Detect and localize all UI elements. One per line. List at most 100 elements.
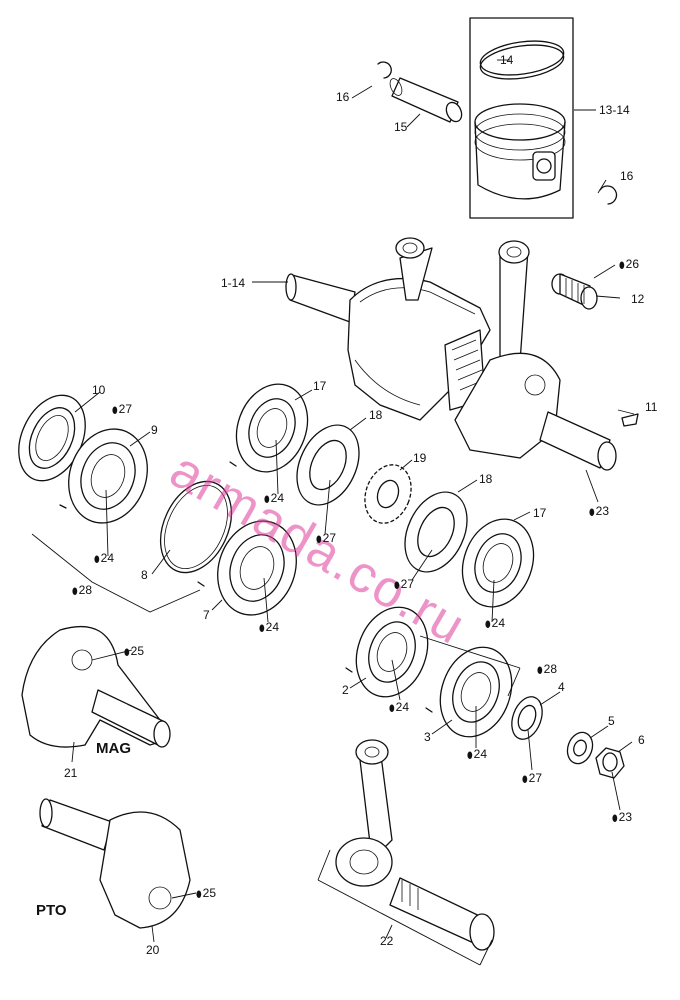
bearing-17-lower [461, 518, 535, 608]
oil-drop-icon: ⬮ [94, 554, 100, 564]
callout-17: 17 [313, 379, 326, 393]
bearing-3 [425, 646, 513, 738]
callout-number: 16 [336, 90, 350, 104]
callout-1-14: 1-14 [221, 276, 245, 290]
callout-number: 17 [533, 506, 547, 520]
piston-group [469, 17, 574, 219]
callout-3: 3 [424, 730, 431, 744]
gear-19 [364, 464, 412, 524]
callout-number: 27 [322, 531, 337, 545]
callout-number: 21 [64, 766, 78, 780]
callout-24: ⬮24 [264, 491, 284, 506]
oil-drop-icon: ⬮ [589, 507, 595, 517]
bearing-2 [345, 606, 429, 698]
key-11 [621, 413, 639, 427]
callout-7: 7 [203, 608, 210, 622]
callout-number: 28 [78, 583, 93, 597]
callout-number: 24 [491, 616, 506, 630]
oil-drop-icon: ⬮ [394, 580, 400, 590]
callout-19: 19 [413, 451, 426, 465]
mag-caption: MAG [96, 740, 131, 757]
oil-drop-icon: ⬮ [72, 586, 78, 596]
pto-caption: PTO [36, 902, 67, 919]
oil-drop-icon: ⬮ [467, 750, 473, 760]
callout-24: ⬮24 [94, 551, 114, 566]
callout-number: 28 [543, 662, 558, 676]
callout-18: 18 [479, 472, 492, 486]
callout-number: 16 [620, 169, 634, 183]
callout-15: 15 [394, 120, 407, 134]
callout-number: 24 [100, 551, 115, 565]
callout-number: 26 [625, 257, 640, 271]
callout-number: 12 [631, 292, 645, 306]
oil-drop-icon: ⬮ [264, 494, 270, 504]
needle-bearing-12 [551, 273, 598, 310]
oil-drop-icon: ⬮ [196, 889, 202, 899]
oil-drop-icon: ⬮ [619, 260, 625, 270]
callout-25: ⬮25 [196, 886, 216, 901]
callout-4: 4 [558, 680, 565, 694]
callout-number: 24 [270, 491, 285, 505]
callout-10: 10 [92, 383, 105, 397]
oil-drop-icon: ⬮ [485, 619, 491, 629]
callout-22: 22 [380, 934, 393, 948]
piston-ring-14 [479, 40, 565, 80]
callout-23: ⬮23 [612, 810, 632, 825]
callout-number: 17 [313, 379, 327, 393]
callout-number: 18 [479, 472, 493, 486]
callout-number: 6 [638, 733, 645, 747]
callout-number: 9 [151, 423, 158, 437]
callout-number: 27 [118, 402, 133, 416]
piston-13 [474, 103, 566, 200]
oil-drop-icon: ⬮ [316, 534, 322, 544]
oil-drop-icon: ⬮ [124, 647, 130, 657]
callout-24: ⬮24 [389, 700, 409, 715]
callout-number: 4 [558, 680, 565, 694]
nut-6 [595, 747, 625, 779]
callout-number: 27 [400, 577, 415, 591]
washer-5 [566, 731, 594, 765]
callout-5: 5 [608, 714, 615, 728]
callout-24: ⬮24 [467, 747, 487, 762]
callout-20: 20 [146, 943, 159, 957]
callout-6: 6 [638, 733, 645, 747]
callout-18: 18 [369, 408, 382, 422]
callout-number: 22 [380, 934, 394, 948]
callout-number: 24 [395, 700, 410, 714]
callout-number: 13-14 [599, 103, 630, 117]
callout-number: 25 [202, 886, 217, 900]
callout-26: ⬮26 [619, 257, 639, 272]
callout-27: ⬮27 [112, 402, 132, 417]
seal-18-upper [296, 424, 360, 506]
callout-number: 8 [141, 568, 148, 582]
callout-28: ⬮28 [72, 583, 92, 598]
callout-number: 15 [394, 120, 408, 134]
crank-half-21-mag [21, 625, 171, 748]
callout-16: 16 [336, 90, 349, 104]
bearing-7 [197, 520, 297, 616]
callout-28: ⬮28 [537, 662, 557, 677]
callout-27: ⬮27 [522, 771, 542, 786]
callout-number: 25 [130, 644, 145, 658]
callout-23: ⬮23 [589, 504, 609, 519]
callout-number: 5 [608, 714, 615, 728]
callout-number: 24 [473, 747, 488, 761]
callout-24: ⬮24 [485, 616, 505, 631]
callout-25: ⬮25 [124, 644, 144, 659]
circlip-16 [377, 61, 618, 205]
oil-drop-icon: ⬮ [612, 813, 618, 823]
callout-13-14: 13-14 [599, 103, 630, 117]
callout-number: 1-14 [221, 276, 246, 290]
callout-24: ⬮24 [259, 620, 279, 635]
callout-8: 8 [141, 568, 148, 582]
callout-27: ⬮27 [394, 577, 414, 592]
callout-number: 20 [146, 943, 160, 957]
oil-drop-icon: ⬮ [389, 703, 395, 713]
callout-11: 11 [645, 400, 657, 414]
callout-27: ⬮27 [316, 531, 336, 546]
callout-17: 17 [533, 506, 546, 520]
callout-number: 18 [369, 408, 383, 422]
callout-9: 9 [151, 423, 158, 437]
callout-number: 3 [424, 730, 431, 744]
